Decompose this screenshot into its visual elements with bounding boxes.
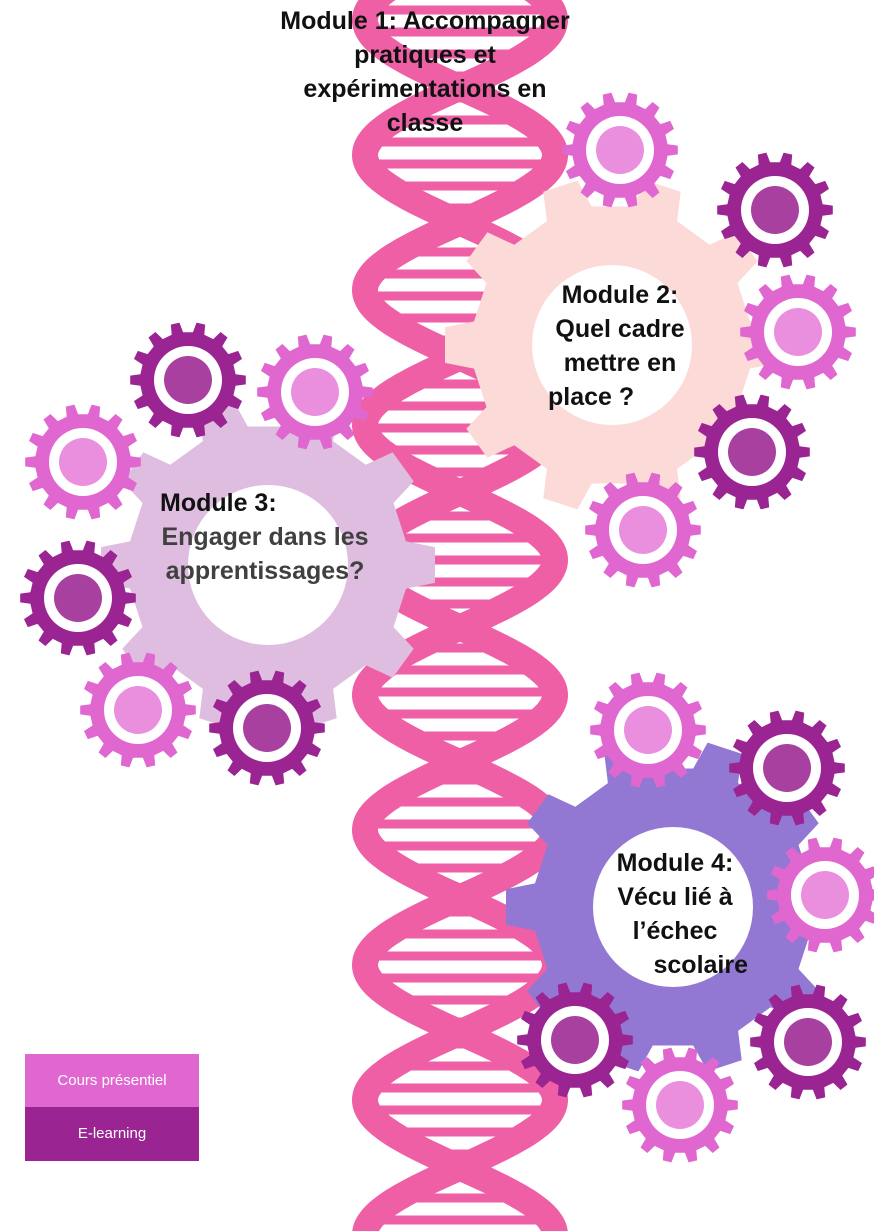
module-4-line-2: Vécu lié à (590, 880, 760, 914)
module-4-line-4: scolaire (590, 948, 760, 982)
module-3-line-3: apprentissages? (130, 554, 400, 588)
legend-item-cours-presentiel: Cours présentiel (25, 1054, 199, 1108)
module-1-line-1: Module 1: Accompagner (240, 4, 610, 38)
module-4-label: Module 4: Vécu lié à l’échec scolaire (590, 846, 760, 982)
gear-m3-left (25, 405, 141, 520)
module-1-line-3: expérimentations en (240, 72, 610, 106)
gear-m2-bottom (585, 473, 701, 588)
module-4-line-1: Module 4: (590, 846, 760, 880)
module-1-line-4: classe (240, 106, 610, 140)
module-3-label: Module 3: Engager dans les apprentissage… (130, 486, 400, 588)
module-2-line-3: mettre en (530, 346, 710, 380)
module-1-label: Module 1: Accompagner pratiques et expér… (240, 4, 610, 140)
module-3-line-1: Module 3: (130, 486, 400, 520)
module-4-line-3: l’échec (590, 914, 760, 948)
module-2-line-1: Module 2: (530, 278, 710, 312)
module-2-line-2: Quel cadre (530, 312, 710, 346)
module-3-line-2: Engager dans les (130, 520, 400, 554)
gear-m2-right (740, 275, 856, 390)
module-2-line-4: place ? (530, 380, 710, 414)
module-2-label: Module 2: Quel cadre mettre en place ? (530, 278, 710, 414)
module-1-line-2: pratiques et (240, 38, 610, 72)
legend-item-e-learning: E-learning (25, 1107, 199, 1161)
